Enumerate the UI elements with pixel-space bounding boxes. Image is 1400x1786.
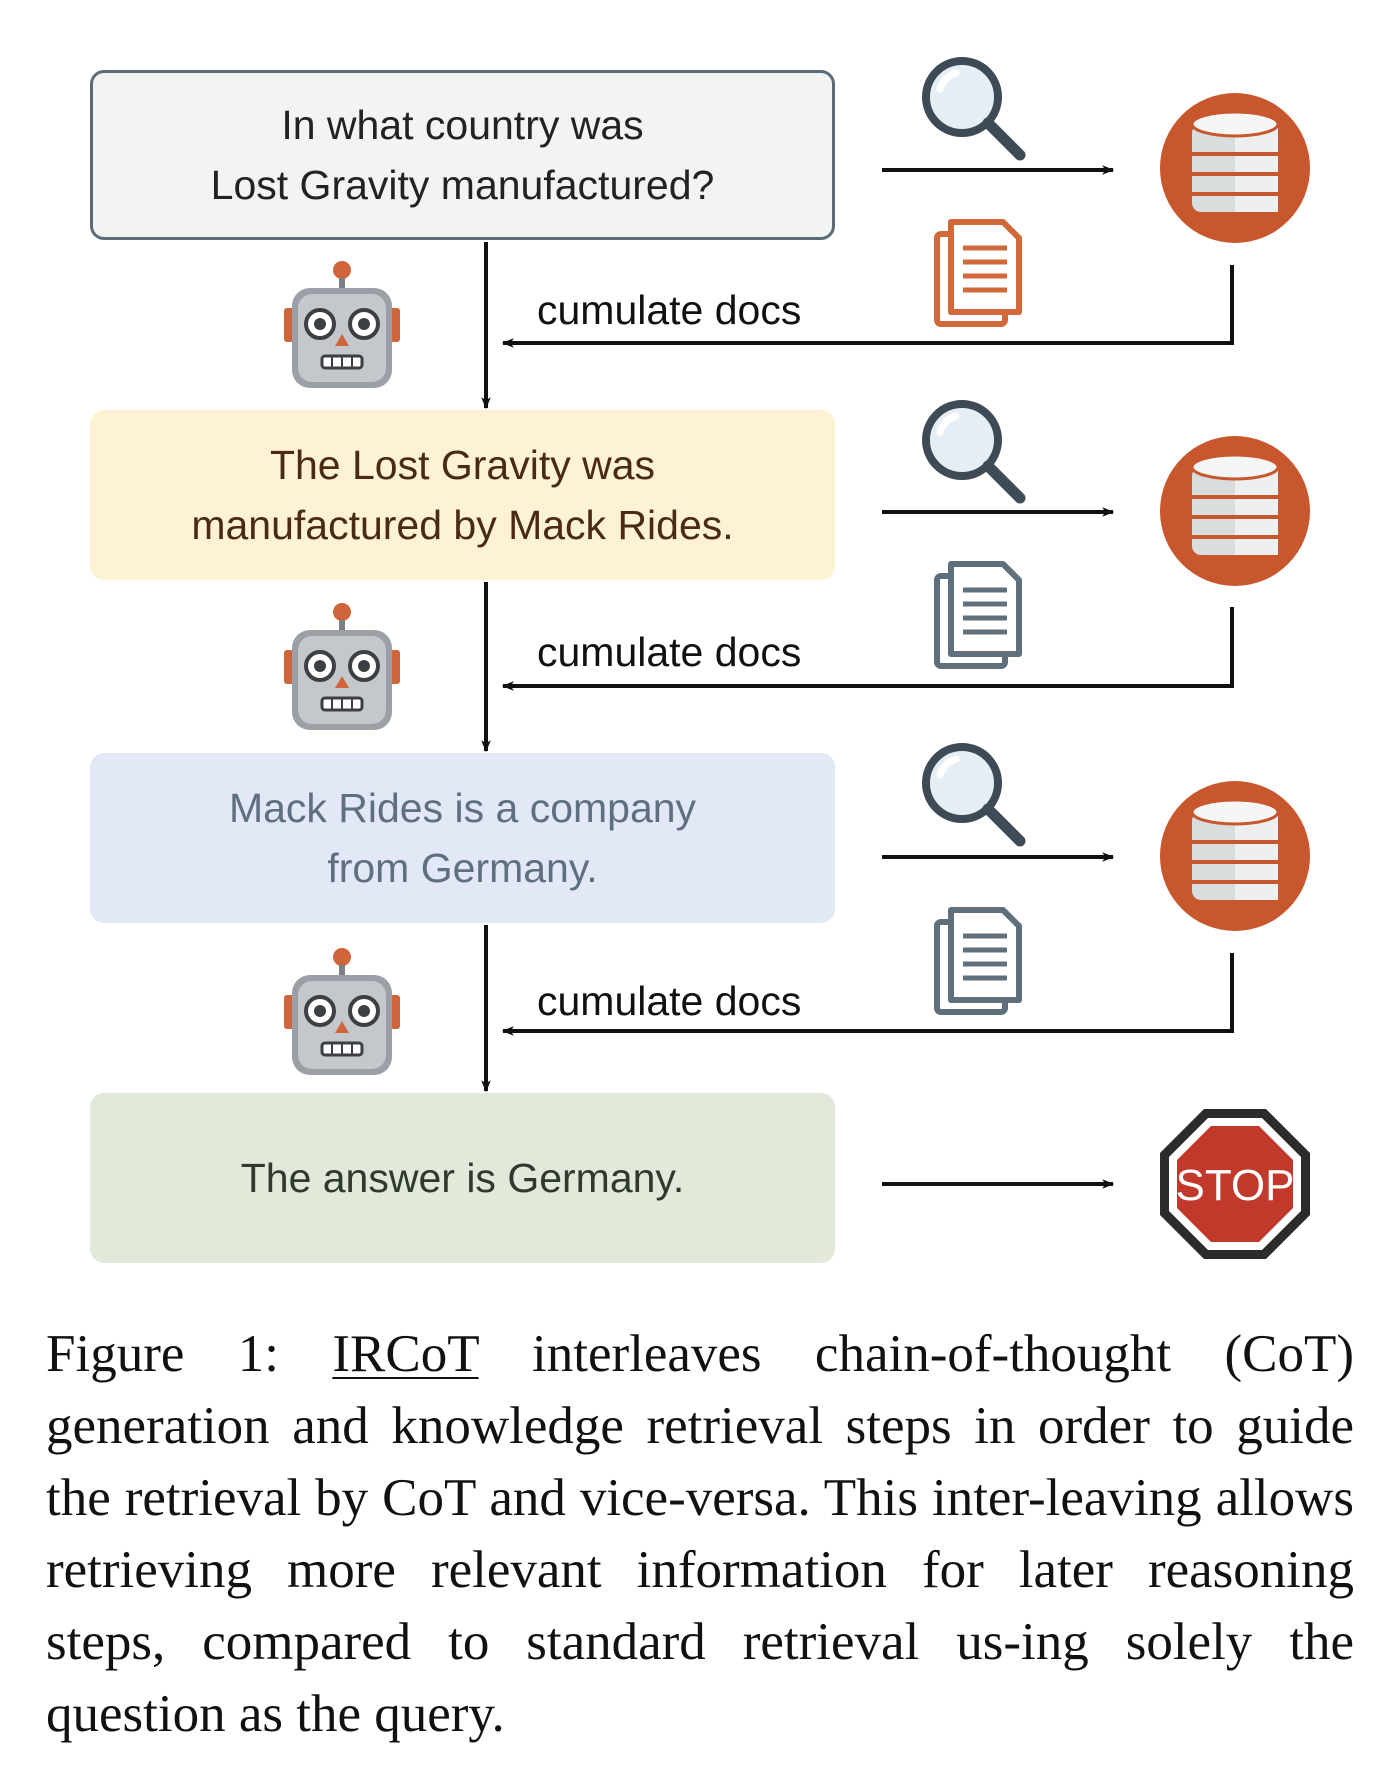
cot-step-1-box: The Lost Gravity was manufactured by Mac…: [90, 410, 835, 580]
documents-icon: [934, 219, 1022, 327]
robot-icon: [282, 601, 402, 732]
figure-caption: Figure 1: IRCoT interleaves chain-of-tho…: [46, 1318, 1354, 1750]
caption-prefix: Figure 1:: [46, 1325, 333, 1383]
retrieve-arrows: [882, 165, 1115, 1189]
magnifier-icon: [926, 61, 1020, 155]
database-icon: [1158, 779, 1312, 933]
database-icon: [1158, 91, 1312, 245]
flow-diagram: cumulate docs cumulate docs cumulate doc…: [282, 0, 1312, 1259]
caption-method-name: IRCoT: [332, 1325, 479, 1383]
stop-sign-icon: STOP: [1160, 1109, 1310, 1259]
database-icon: [1158, 434, 1312, 588]
cot-step-2-box: Mack Rides is a company from Germany.: [90, 753, 835, 923]
cumulate-docs-label-2: cumulate docs: [537, 629, 801, 675]
cumulate-docs-label-1: cumulate docs: [537, 287, 801, 333]
cumulate-docs-label-3: cumulate docs: [537, 978, 801, 1024]
caption-body: interleaves chain-of-thought (CoT) gener…: [46, 1325, 1354, 1743]
answer-box: The answer is Germany.: [90, 1093, 835, 1263]
robot-icon: [282, 259, 402, 390]
documents-icon: [934, 907, 1022, 1015]
magnifier-icon: [926, 404, 1020, 498]
question-box: In what country was Lost Gravity manufac…: [90, 70, 835, 240]
documents-icon: [934, 561, 1022, 669]
stop-label: STOP: [1175, 1161, 1294, 1210]
cumulate-docs-arrows: [501, 265, 1234, 1036]
robot-icon: [282, 946, 402, 1077]
magnifier-icon: [926, 747, 1020, 841]
